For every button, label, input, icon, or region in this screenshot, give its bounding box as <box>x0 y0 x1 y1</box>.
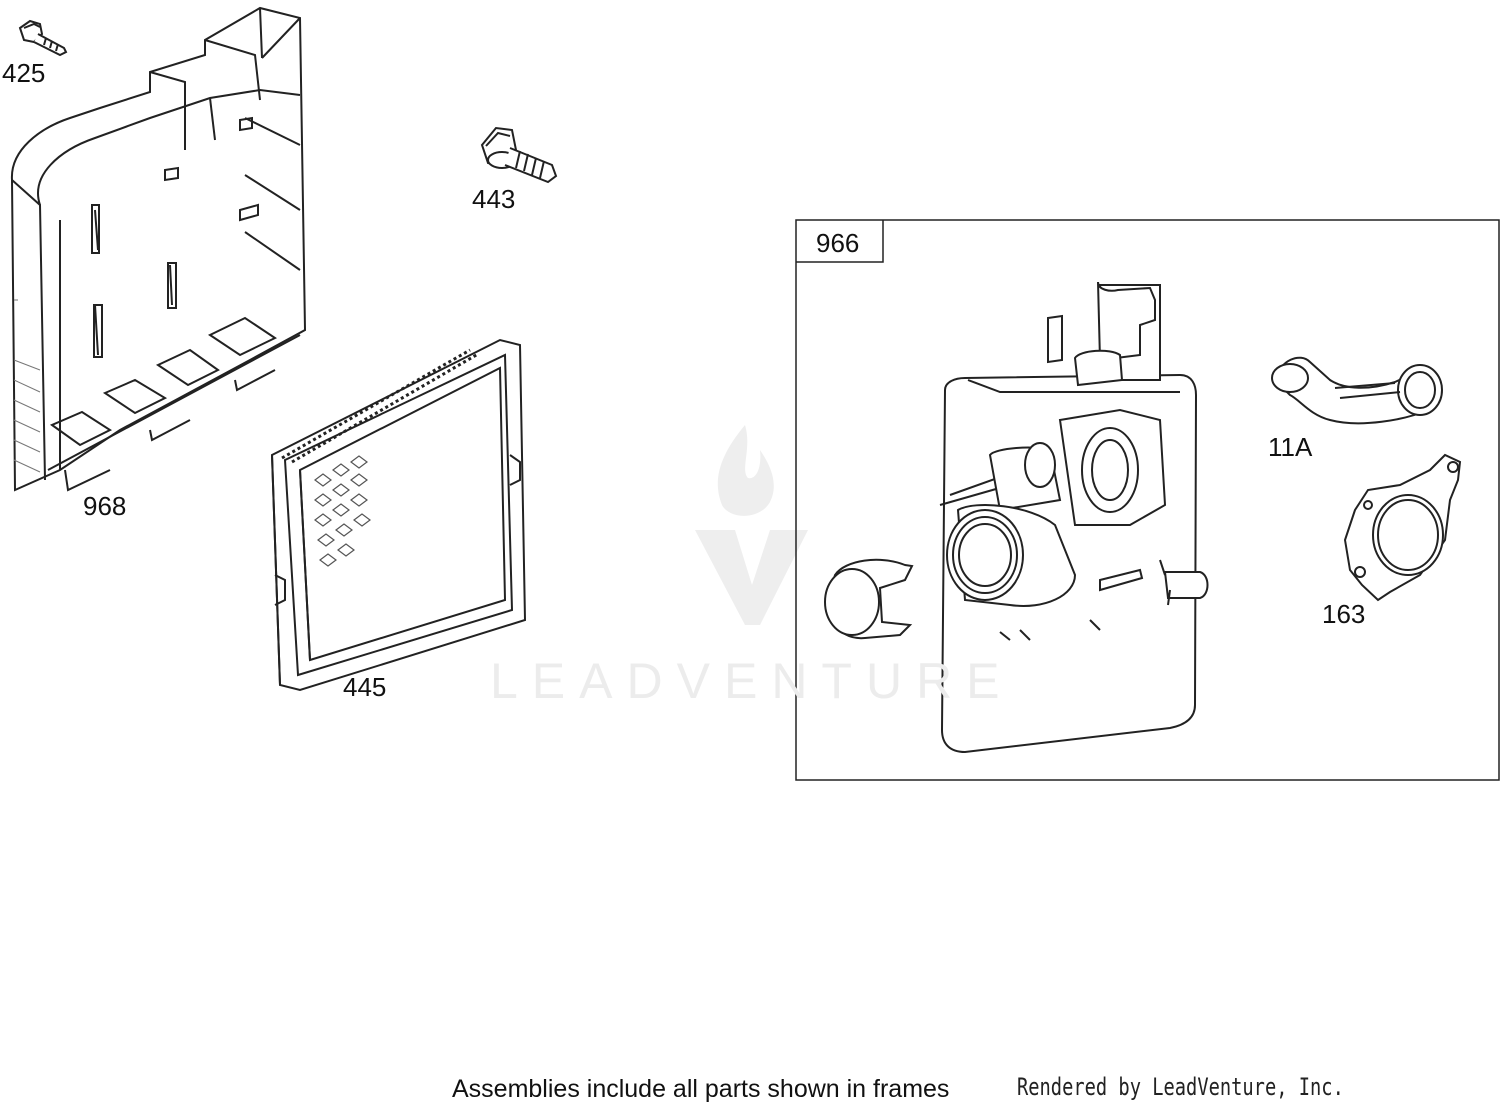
air-filter-icon <box>270 338 527 692</box>
gasket-icon <box>1343 453 1462 602</box>
small-bolt-icon <box>18 19 68 57</box>
flange-bolt-icon <box>480 126 558 184</box>
part-label-11a: 11A <box>1268 432 1313 462</box>
part-label-163: 163 <box>1322 599 1366 629</box>
part-label-443: 443 <box>472 184 516 214</box>
cap-icon <box>824 558 914 640</box>
part-label-445: 445 <box>343 672 387 702</box>
footer-credit: Rendered by LeadVenture, Inc. <box>1017 1073 1344 1101</box>
elbow-tube-icon <box>1271 356 1443 425</box>
part-label-968: 968 <box>83 491 127 521</box>
footer-note: Assemblies include all parts shown in fr… <box>452 1075 950 1103</box>
part-label-425: 425 <box>2 58 46 88</box>
air-cleaner-base-icon <box>10 6 307 492</box>
flame-v-logo-icon <box>695 425 808 625</box>
frame-966-box <box>795 219 1500 781</box>
watermark-text: LEADVENTURE <box>490 653 1014 709</box>
frame-label-966: 966 <box>816 228 860 258</box>
carburetor-assembly-icon <box>939 281 1209 754</box>
